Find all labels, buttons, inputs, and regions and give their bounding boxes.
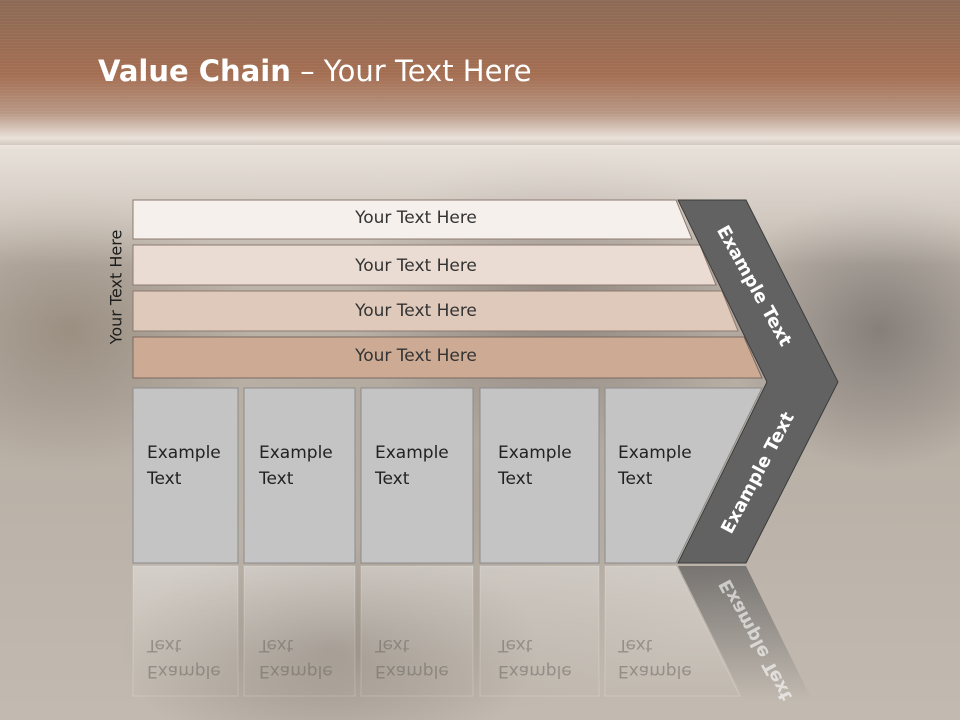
- box-5-line2: Text: [618, 469, 653, 489]
- box-2-reflection-line1: Example: [259, 661, 333, 681]
- title-rest: – Your Text Here: [290, 54, 532, 88]
- box-3-reflection: [360, 565, 474, 697]
- box-3-line2: Text: [375, 469, 410, 489]
- box-5-line1: Example: [618, 443, 692, 463]
- box-1-reflection-label: Example Text: [147, 632, 221, 684]
- box-1-line2: Text: [147, 469, 182, 489]
- box-3: [360, 387, 474, 564]
- box-4-reflection-label: Example Text: [498, 632, 572, 684]
- bar-4: [132, 336, 763, 379]
- box-5-reflection: [604, 565, 741, 697]
- box-4-line2: Text: [498, 469, 533, 489]
- box-5-reflection-label: Example Text: [618, 632, 692, 684]
- box-4: [479, 387, 600, 564]
- box-1: [132, 387, 239, 564]
- box-2-reflection-label: Example Text: [259, 632, 333, 684]
- box-3-reflection-line2: Text: [375, 635, 410, 655]
- bar-2-label: Your Text Here: [355, 256, 477, 276]
- box-5-reflection-line2: Text: [618, 635, 653, 655]
- box-1-line1: Example: [147, 443, 221, 463]
- bar-1: [132, 199, 693, 240]
- bar-1-label: Your Text Here: [355, 208, 477, 228]
- box-2-line2: Text: [259, 469, 294, 489]
- box-1-reflection: [132, 565, 239, 697]
- box-1-reflection-line2: Text: [147, 635, 182, 655]
- box-2: [243, 387, 356, 564]
- box-3-reflection-line1: Example: [375, 661, 449, 681]
- bar-4-label: Your Text Here: [355, 346, 477, 366]
- box-3-line1: Example: [375, 443, 449, 463]
- box-2-reflection-line2: Text: [259, 635, 294, 655]
- bar-2: [132, 244, 717, 286]
- box-4-line1: Example: [498, 443, 572, 463]
- box-5: [604, 387, 763, 564]
- box-1-reflection-line1: Example: [147, 661, 221, 681]
- box-4-reflection-line1: Example: [498, 661, 572, 681]
- bar-3: [132, 290, 739, 332]
- title-bold: Value Chain: [98, 54, 291, 88]
- box-4-reflection: [479, 565, 600, 697]
- box-5-reflection-line1: Example: [618, 661, 692, 681]
- margin-chevron: [677, 199, 839, 564]
- box-2-line1: Example: [259, 443, 333, 463]
- title-banner: [0, 0, 960, 150]
- box-3-reflection-label: Example Text: [375, 632, 449, 684]
- box-4-reflection-line2: Text: [498, 635, 533, 655]
- margin-chevron-reflection: [678, 566, 812, 700]
- page-title: Value Chain – Your Text Here: [98, 54, 532, 88]
- bar-3-label: Your Text Here: [355, 301, 477, 321]
- box-2-reflection: [243, 565, 356, 697]
